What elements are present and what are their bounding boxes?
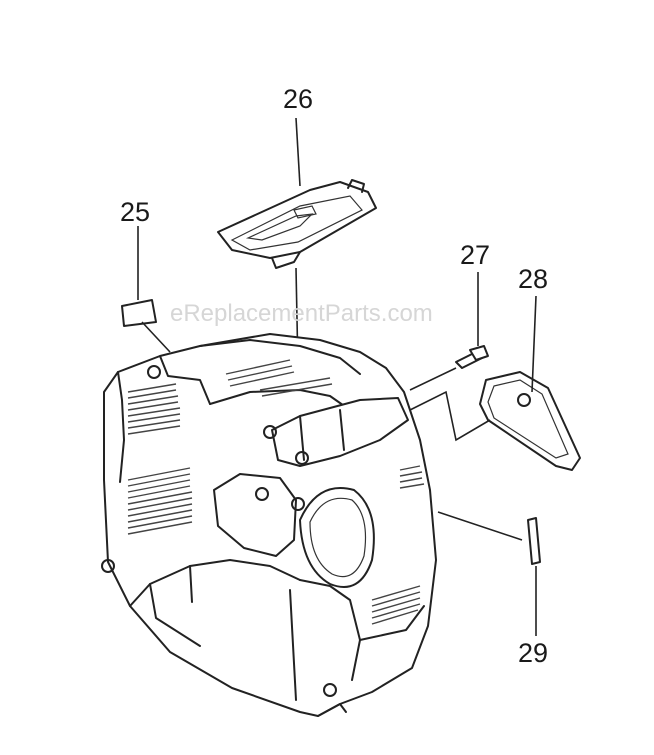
part-29-pad (527, 517, 541, 565)
leader-25-drop (141, 321, 171, 353)
callout-26: 26 (283, 84, 314, 114)
part-25-label-sticker (121, 299, 157, 327)
top-ribs (225, 359, 333, 397)
callout-28: 28 (518, 264, 549, 294)
part-28-gasket (479, 371, 581, 471)
leader-28 (531, 295, 537, 393)
callout-25: 25 (120, 197, 151, 227)
leader-26 (295, 117, 301, 187)
leader-29-drop (437, 511, 523, 541)
watermark-text: eReplacementParts.com (170, 300, 433, 327)
callout-27: 27 (460, 240, 491, 270)
callout-29: 29 (518, 638, 549, 668)
leader-27-drop (409, 367, 457, 391)
main-housing (101, 333, 437, 717)
left-vent-slats (127, 383, 193, 535)
part-26-cover-plate (217, 179, 377, 269)
part-27-screw (455, 345, 489, 369)
right-vent-slats (371, 465, 425, 625)
leader-28-drop (409, 390, 491, 442)
